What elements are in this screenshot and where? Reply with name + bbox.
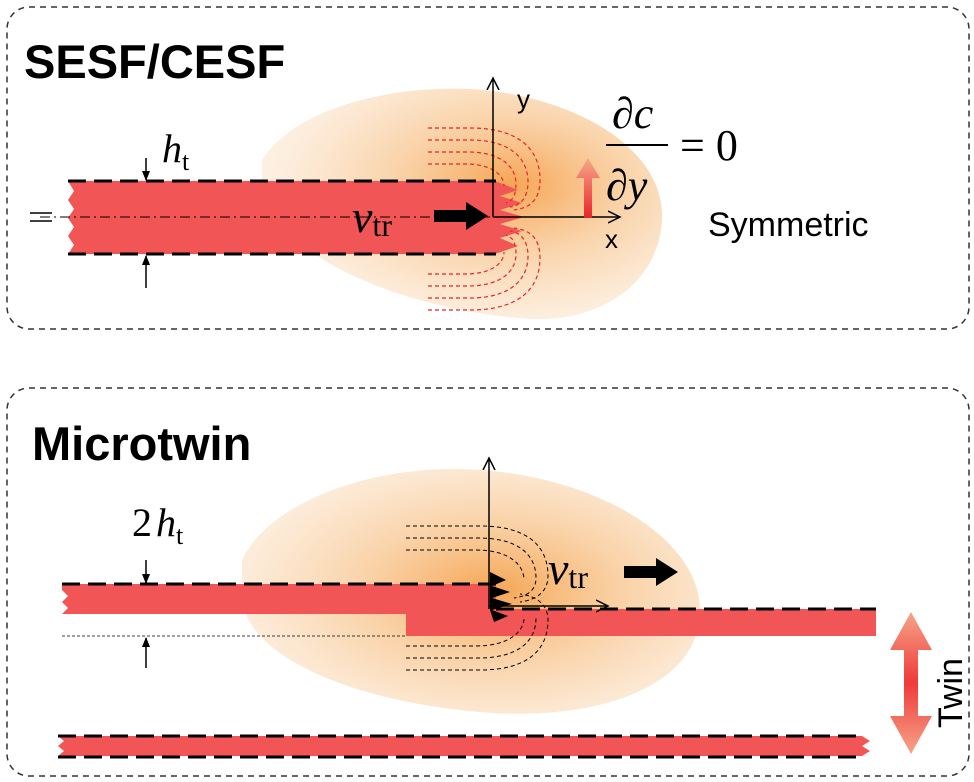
twin-label: Twin [932,658,970,728]
twin-thickness-arrow [890,612,932,754]
bc-denominator: ∂y [606,161,648,210]
panel-sesf-cesf: SESF/CESF ht y x [6,6,970,330]
panel-border [6,6,970,330]
flux-lines [428,127,541,311]
microtwin-ribbon [62,584,876,636]
x-axis-label: x [605,224,618,254]
bc-numerator: ∂c [612,89,654,138]
y-axis-label: y [517,84,530,114]
velocity-arrow [624,558,678,586]
boundary-condition: ∂c ∂y = 0 [606,89,738,210]
panel-title: Microtwin [32,417,251,470]
symmetric-label: Symmetric [708,206,869,244]
lower-twin-boundary-ribbon [58,736,870,756]
velocity-label: vtr [352,191,392,243]
panel-title: SESF/CESF [24,35,285,88]
microtwin-tip [490,572,512,622]
velocity-label: vtr [548,543,588,595]
flux-up-arrow [576,158,600,218]
bc-rhs: = 0 [680,121,738,170]
flux-lines [406,525,549,671]
panel-border [6,387,970,777]
thickness-label: ht [162,126,190,176]
velocity-arrow [434,202,488,230]
